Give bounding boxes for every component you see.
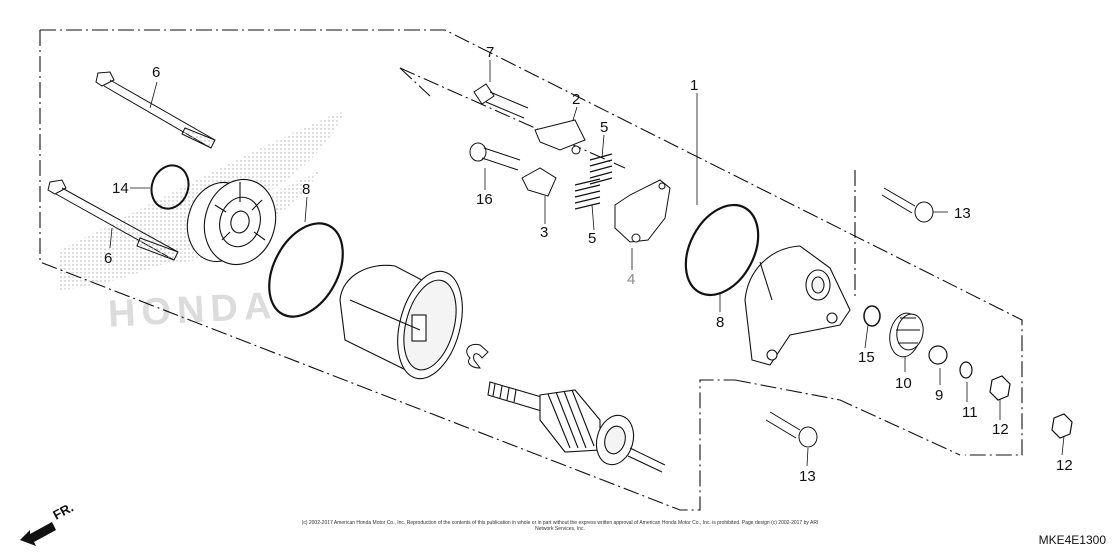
o-ring-rear (684, 203, 760, 297)
hex-nut-1 (989, 375, 1011, 401)
retaining-clip (466, 343, 489, 369)
direction-label: FR. (50, 500, 76, 523)
callout-5-lower: 5 (588, 230, 596, 247)
brush-holder (614, 179, 671, 243)
o-ring-front (268, 222, 344, 318)
callout-6-upper: 6 (152, 64, 160, 81)
callout-14: 14 (112, 180, 129, 197)
callout-1: 1 (690, 77, 698, 94)
flange-bolt-lower (765, 411, 818, 448)
brush-terminal-lower (521, 167, 557, 197)
diagram-code: MKE4E1300 (1038, 533, 1106, 547)
hex-nut-2 (1051, 413, 1073, 439)
callout-9: 9 (935, 387, 943, 404)
leader-lines (109, 60, 1065, 467)
armature (487, 381, 666, 473)
brush-spring-upper (589, 153, 613, 185)
o-ring-small (150, 164, 190, 210)
brush-terminal-upper (534, 119, 586, 155)
rear-cover (744, 245, 851, 366)
callout-13-lower: 13 (799, 468, 816, 485)
copyright-notice: (c) 2002-2017 American Honda Motor Co., … (301, 520, 819, 532)
callout-7: 7 (486, 44, 494, 61)
thrust-washer (928, 345, 948, 365)
callout-12-upper: 12 (992, 421, 1009, 438)
callout-8-rear: 8 (716, 314, 724, 331)
front-direction-arrow: FR. (20, 500, 76, 546)
terminal-bolt (473, 83, 529, 119)
flange-bolt-upper (881, 187, 934, 223)
lock-washer (959, 361, 973, 379)
callout-8-front: 8 (302, 181, 310, 198)
rear-washer (863, 305, 881, 327)
assembly-boundary (39, 29, 1023, 511)
callout-5-upper: 5 (600, 119, 608, 136)
pinion-gear (889, 312, 924, 358)
callout-15: 15 (858, 349, 875, 366)
long-bolt-lower (47, 179, 179, 261)
yoke-housing (339, 264, 463, 380)
callout-13-upper: 13 (954, 205, 971, 222)
callout-6-lower: 6 (104, 250, 112, 267)
brush-bolt (469, 142, 521, 171)
callout-12-lower: 12 (1056, 457, 1073, 474)
callout-4: 4 (627, 271, 635, 288)
callout-11: 11 (962, 404, 978, 421)
callout-2: 2 (572, 91, 580, 108)
callout-3: 3 (540, 224, 548, 241)
brush-spring-lower (574, 178, 601, 210)
arrow-icon (20, 522, 56, 546)
callout-10: 10 (895, 375, 912, 392)
callout-labels: 1 2 3 4 5 5 6 6 7 8 8 9 10 11 12 12 13 1… (104, 44, 1073, 485)
front-cover (186, 178, 277, 266)
long-bolt-upper (95, 71, 216, 149)
callout-16: 16 (476, 191, 493, 208)
honda-watermark-text: HONDA (107, 285, 278, 336)
